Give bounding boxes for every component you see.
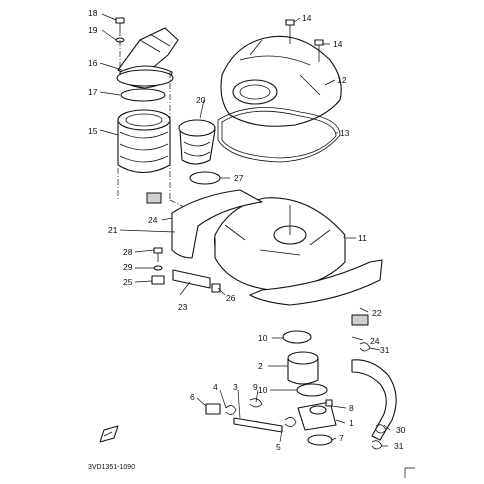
band-27 xyxy=(189,171,221,185)
callout-3: 3 xyxy=(233,382,238,392)
clip-4 xyxy=(225,405,237,415)
callout-labels: 18 19 16 17 15 14 14 12 13 20 27 24 11 2… xyxy=(88,8,406,471)
screw-8 xyxy=(325,399,333,407)
callout-10-bottom: 10 xyxy=(258,385,268,395)
callout-1: 1 xyxy=(349,418,354,428)
callout-18: 18 xyxy=(88,8,98,18)
front-arrow-icon xyxy=(99,425,119,443)
callout-4: 4 xyxy=(213,382,218,392)
washer-29 xyxy=(153,265,163,271)
clip-31a xyxy=(359,342,371,352)
joint-1 xyxy=(297,401,337,431)
joint-2 xyxy=(287,351,319,385)
screw-18 xyxy=(115,17,125,36)
callout-11: 11 xyxy=(358,233,367,243)
callout-9: 9 xyxy=(253,382,258,392)
air-duct-20 xyxy=(178,119,216,165)
clip-31c xyxy=(371,440,383,450)
callout-8: 8 xyxy=(349,403,354,413)
clamp-ring-16 xyxy=(116,69,174,87)
callout-27: 27 xyxy=(234,173,244,183)
callout-13: 13 xyxy=(340,128,350,138)
callout-17: 17 xyxy=(88,87,98,97)
cover-plate-22 xyxy=(249,259,383,306)
leader-lines xyxy=(99,13,391,447)
cap-7 xyxy=(307,434,333,446)
screw-14a xyxy=(285,19,295,44)
callout-15: 15 xyxy=(88,126,98,136)
callout-6: 6 xyxy=(190,392,195,402)
seal-13 xyxy=(217,107,341,163)
callout-31-bottom: 31 xyxy=(394,441,404,451)
callout-25: 25 xyxy=(123,277,133,287)
plug-6 xyxy=(205,403,221,415)
clip-31b xyxy=(375,424,387,434)
callout-5: 5 xyxy=(276,442,281,452)
callout-22: 22 xyxy=(372,308,382,318)
callout-2: 2 xyxy=(258,361,263,371)
band-10b xyxy=(296,383,328,397)
filter-element-15 xyxy=(117,109,171,174)
callout-14-top: 14 xyxy=(302,13,312,23)
callout-31-top: 31 xyxy=(380,345,390,355)
bolt-28 xyxy=(153,247,163,262)
clip-9 xyxy=(249,398,263,408)
callout-23: 23 xyxy=(178,302,188,312)
callout-10-top: 10 xyxy=(258,333,268,343)
air-filter-case-11 xyxy=(214,197,346,291)
case-cap-12 xyxy=(220,35,342,127)
callout-24-left: 24 xyxy=(148,215,158,225)
screw-14b xyxy=(314,39,324,62)
cover-plate-21 xyxy=(171,189,263,259)
pad-24b xyxy=(351,314,369,326)
callout-16: 16 xyxy=(88,58,98,68)
callout-24-right: 24 xyxy=(370,336,380,346)
band-10a xyxy=(282,330,312,344)
pad-24a xyxy=(146,192,162,204)
callout-7: 7 xyxy=(339,433,344,443)
callout-12: 12 xyxy=(337,75,347,85)
hose-3 xyxy=(233,417,283,433)
callout-21: 21 xyxy=(108,225,118,235)
document-code: 3VD1351-1090 xyxy=(88,464,135,471)
damper-25 xyxy=(151,275,165,285)
callout-20: 20 xyxy=(196,95,206,105)
plug-26 xyxy=(211,283,221,293)
callout-29: 29 xyxy=(123,262,133,272)
callout-28: 28 xyxy=(123,247,133,257)
callout-26: 26 xyxy=(226,293,236,303)
callout-14-right: 14 xyxy=(333,39,343,49)
corner-mark xyxy=(404,467,415,478)
drain-hose-30 xyxy=(351,359,397,441)
clip-5 xyxy=(284,417,297,427)
pad-23 xyxy=(172,269,211,289)
callout-30: 30 xyxy=(396,425,406,435)
callout-19: 19 xyxy=(88,25,98,35)
sealing-17 xyxy=(120,88,166,102)
